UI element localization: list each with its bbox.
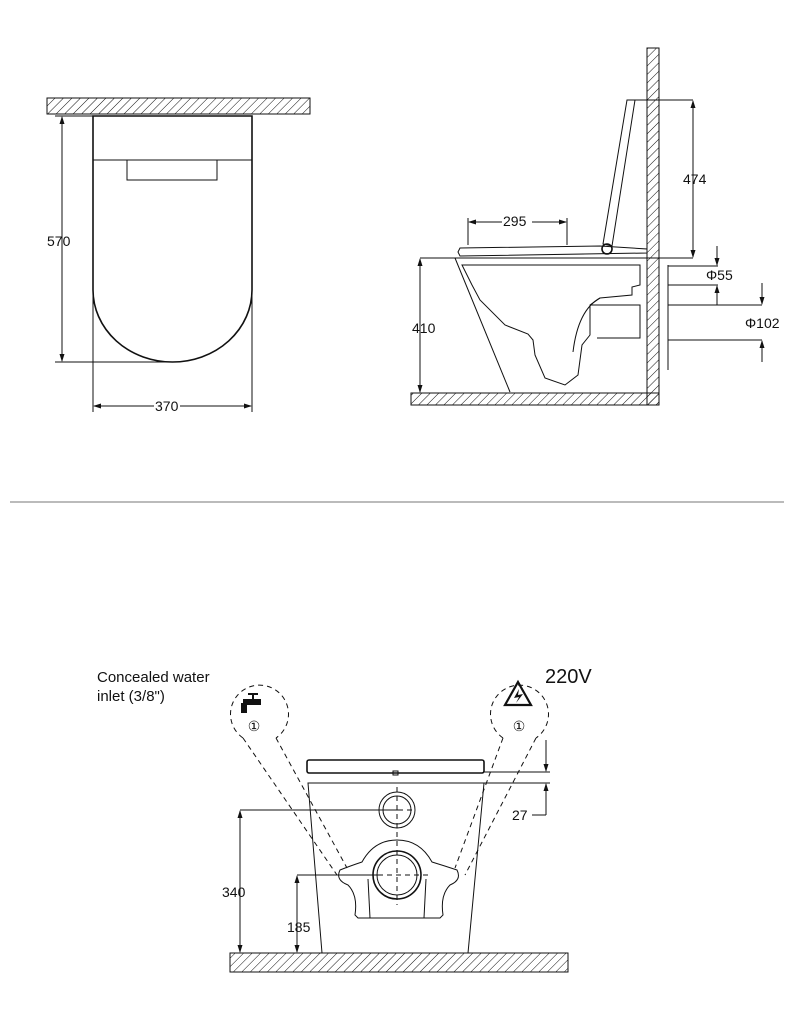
toilet-outline <box>92 115 253 363</box>
electric-hazard-icon <box>503 679 533 707</box>
dimension-outlet-height: 185 <box>287 919 311 935</box>
floor-hatch <box>229 952 569 973</box>
dimension-lid-height: 474 <box>683 171 707 187</box>
dimension-seat-depth: 295 <box>503 213 527 229</box>
control-panel <box>126 159 218 181</box>
dimension-seat-offset: 27 <box>512 807 528 823</box>
dimension-outlet-diameter: Φ102 <box>745 315 780 331</box>
dimension-width: 370 <box>155 398 179 414</box>
faucet-icon <box>241 693 261 713</box>
dimension-depth: 570 <box>47 233 71 249</box>
lid-open <box>602 99 636 247</box>
water-callout-circle <box>230 684 289 739</box>
power-marker: ① <box>513 718 526 734</box>
bowl-front <box>307 782 485 954</box>
power-label: 220V <box>545 666 592 688</box>
top-view: 570 370 <box>46 97 311 414</box>
water-marker: ① <box>248 718 261 734</box>
dimension-seat-height: 410 <box>412 320 436 336</box>
wall-hatch <box>46 97 311 115</box>
side-view: 410 474 295 Φ55 Φ102 <box>410 47 780 406</box>
outlet-flange <box>338 839 459 919</box>
hinge <box>601 243 613 255</box>
water-inlet-label-size: inlet (3/8") <box>97 688 165 705</box>
floor-hatch <box>410 392 660 406</box>
bowl-trapway <box>461 264 641 386</box>
wall-hatch <box>646 47 660 406</box>
dimension-inlet-height: 340 <box>222 884 246 900</box>
water-inlet-label: Concealed water <box>97 669 210 686</box>
dimension-inlet-diameter: Φ55 <box>706 267 733 283</box>
seat-front <box>306 759 485 774</box>
front-view: Concealed water inlet (3/8") 220V ① ① <box>97 666 592 973</box>
seat <box>457 245 648 257</box>
